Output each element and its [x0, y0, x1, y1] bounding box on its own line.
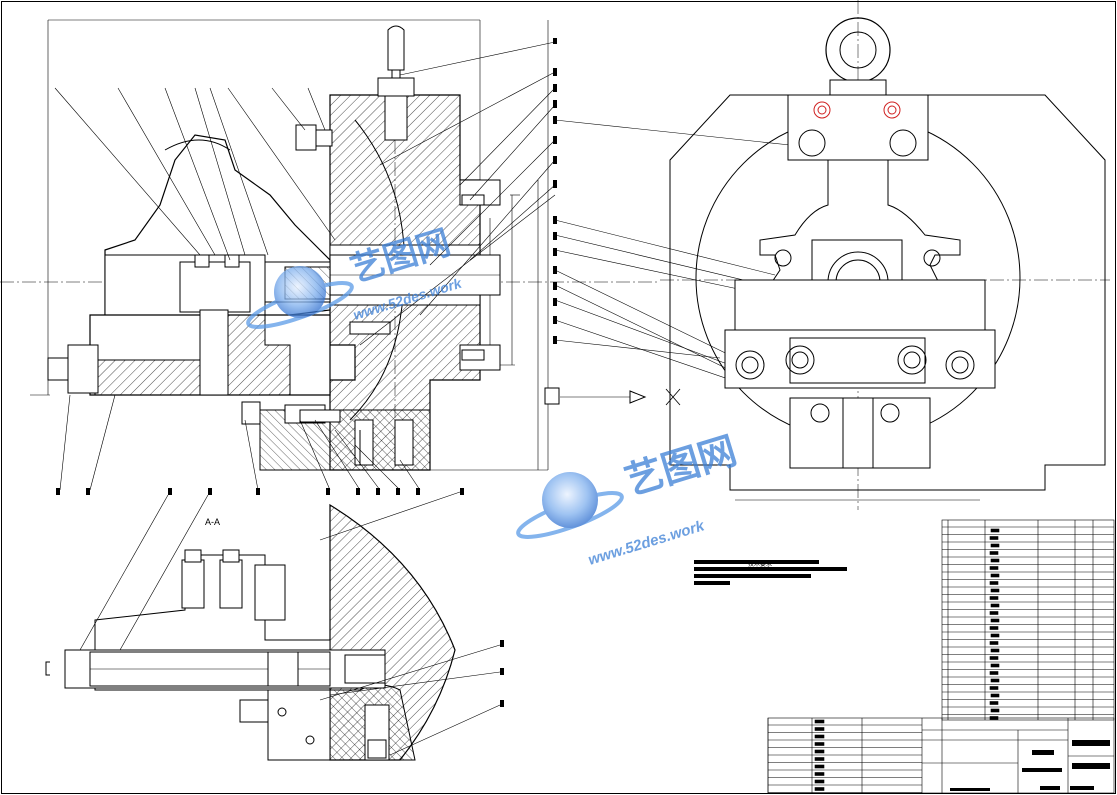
section-a-a-view: A-A	[45, 494, 501, 761]
parts-list-cell-text	[990, 543, 1000, 548]
front-section-view	[0, 19, 660, 471]
parts-list-cell-text	[989, 641, 999, 645]
parts-list-cell-text	[990, 528, 1000, 533]
parts-list-cell-text	[990, 648, 1000, 653]
balloon-marks	[56, 38, 557, 707]
parts-list-cell-text	[989, 626, 999, 630]
section-label: A-A	[205, 517, 220, 527]
parts-list-cell-text	[990, 573, 1000, 578]
title-block-cell-text	[814, 734, 825, 739]
parts-list-cell-text	[990, 588, 1000, 593]
watermark-2: 艺图网 www.52des.work	[516, 430, 742, 569]
title-block-cell-text	[814, 742, 825, 746]
title-block-cell-text	[814, 764, 825, 769]
title-block-cell-text	[814, 727, 825, 731]
parts-list-cell-text	[989, 611, 999, 615]
side-view	[660, 0, 1110, 510]
parts-list-cell-text	[989, 581, 999, 585]
watermark-globe-icon	[274, 266, 326, 318]
parts-list-cell-text	[989, 656, 999, 660]
watermark-globe-icon	[542, 472, 598, 528]
parts-list	[941, 519, 1115, 721]
parts-list-cell-text	[990, 603, 1000, 608]
title-block-cell-text	[814, 772, 825, 776]
parts-list-cell-text	[990, 693, 1000, 698]
parts-list-cell-text	[989, 671, 999, 675]
title-block	[767, 717, 1115, 794]
title-block-cell-text	[814, 787, 825, 791]
parts-list-cell-text	[989, 551, 999, 555]
title-block-cell-text	[814, 779, 825, 784]
parts-list-cell-text	[989, 536, 999, 540]
title-block-fills	[950, 740, 1110, 791]
title-block-cell-text	[814, 749, 825, 754]
technical-notes: 技术要求	[694, 560, 847, 585]
title-block-cell-text	[814, 719, 825, 724]
parts-list-cell-text	[989, 566, 999, 570]
parts-list-cell-text	[990, 618, 1000, 623]
parts-list-cell-text	[990, 678, 1000, 683]
parts-list-cell-text	[989, 686, 999, 690]
parts-list-cell-text	[990, 558, 1000, 563]
watermark-brand: 艺图网	[620, 430, 741, 503]
title-block-cell-text	[814, 757, 825, 761]
watermark-url: www.52des.work	[586, 517, 707, 569]
parts-list-cell-text	[990, 633, 1000, 638]
parts-list-cell-text	[989, 596, 999, 600]
parts-list-cell-text	[990, 663, 1000, 668]
parts-list-cell-text	[989, 701, 999, 705]
parts-list-cell-text	[990, 708, 1000, 713]
